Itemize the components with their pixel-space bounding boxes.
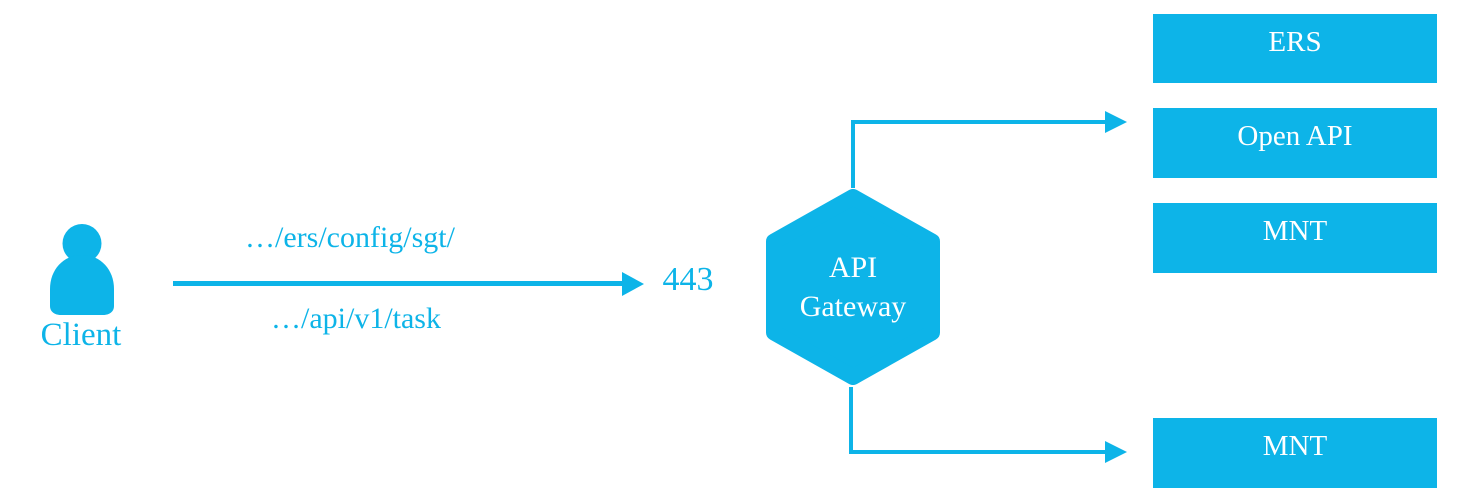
api-gateway-label-line1: API (828, 251, 878, 284)
api-gateway-node: API Gateway (766, 189, 940, 385)
service-box-mnt-bottom: MNT (1153, 418, 1437, 488)
request-path-ers-label: …/ers/config/sgt/ (245, 221, 455, 254)
gateway-to-openapi-arrowhead (1105, 111, 1127, 133)
gateway-to-mnt-connector-horizontal (849, 450, 1105, 454)
gateway-to-mnt-connector-vertical (849, 387, 853, 452)
service-box-mnt-top: MNT (1153, 203, 1437, 273)
client-label: Client (40, 317, 122, 353)
client-person-icon (46, 224, 118, 316)
port-443-label: 443 (662, 261, 714, 298)
hexagon-shape (766, 189, 940, 385)
client-to-gateway-arrow-line (173, 281, 622, 286)
api-gateway-label: API Gateway (766, 189, 940, 385)
service-box-ers: ERS (1153, 14, 1437, 83)
gateway-to-mnt-arrowhead (1105, 441, 1127, 463)
client-to-gateway-arrowhead (622, 272, 644, 296)
gateway-to-openapi-connector-vertical (851, 122, 855, 188)
api-gateway-label-line2: Gateway (799, 290, 907, 323)
gateway-to-openapi-connector-horizontal (851, 120, 1105, 124)
service-box-open-api: Open API (1153, 108, 1437, 178)
request-path-task-label: …/api/v1/task (271, 302, 441, 335)
